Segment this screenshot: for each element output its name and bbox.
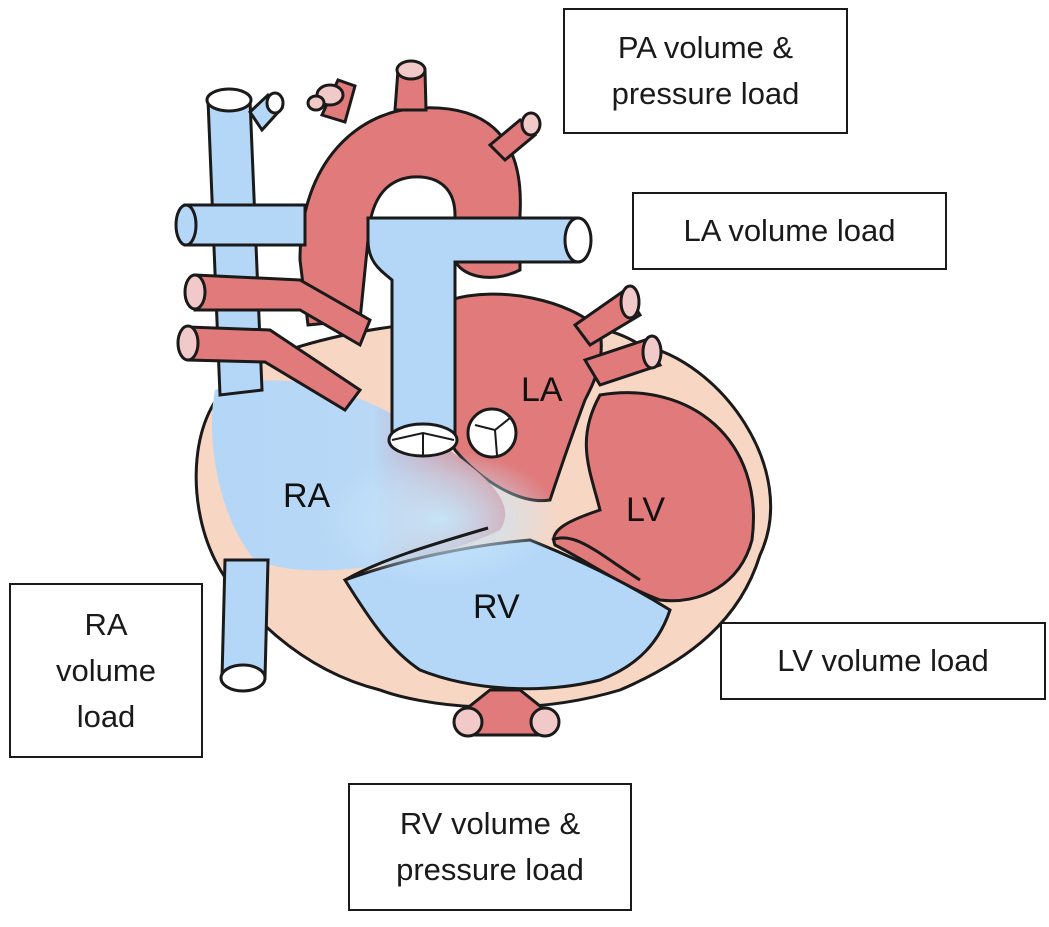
label-rv: RV [473,588,520,626]
pulmonary-trunk [366,216,580,440]
callout-la-line-1: LA volume load [683,213,896,248]
label-la: LA [521,371,563,409]
aortic-valve-leaflets [474,417,511,456]
interventricular-septum [551,536,641,582]
inferior-vena-cava [220,558,270,680]
callout-lv-line-1: LV volume load [777,643,989,678]
svc-branch-opening [265,91,285,115]
callout-pa-line-2: pressure load [611,76,800,111]
callout-pa-line-1: PA volume & [617,30,794,65]
rpa-opening [174,203,198,247]
callout-pa-volume-pressure-load: PA volume & pressure load [563,8,848,134]
callout-ra-line-2: volume [56,652,156,688]
callout-rv-volume-pressure-load: RV volume & pressure load [348,783,632,911]
interatrial-septum [344,526,489,582]
left-pulmonary-veins [572,284,663,387]
aortic-valve [466,407,518,459]
callout-ra-volume-load: RA volume load [9,583,203,758]
callout-lv-volume-load: LV volume load [720,622,1046,700]
callout-rv-line-1: RV volume & [399,806,581,841]
callout-ra-line-3: load [76,698,136,734]
aortic-arch [298,106,522,327]
callout-la-volume-load: LA volume load [632,192,947,270]
ivc-opening [219,663,267,693]
right-pulmonary-veins [176,273,372,412]
label-lv: LV [626,491,665,529]
callout-ra-line-1: RA [84,606,128,642]
pulmonary-valve-leaflets [391,431,455,455]
svc-opening [205,87,253,113]
label-ra: RA [283,477,331,515]
descending-aorta [452,688,561,738]
lpa-opening [563,216,593,264]
callout-rv-line-2: pressure load [396,852,584,887]
mixing-glow [320,450,560,590]
arch-branches [306,59,542,163]
right-pulmonary-artery-left [183,203,307,247]
